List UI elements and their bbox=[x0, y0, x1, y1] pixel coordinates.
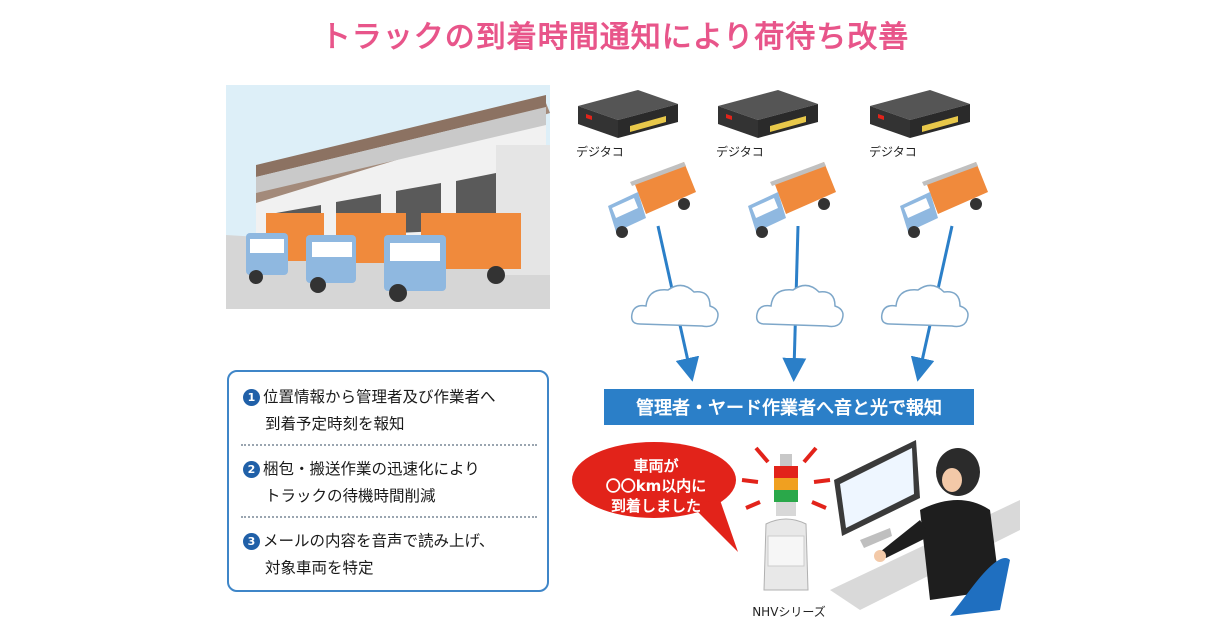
page-title: トラックの到着時間通知により荷待ち改善 bbox=[320, 20, 910, 55]
notify-banner: 管理者・ヤード作業者へ音と光で報知 bbox=[604, 389, 974, 425]
cloud-icon-3 bbox=[880, 284, 969, 328]
step-number: 3 bbox=[243, 533, 260, 550]
digital-tachograph-1 bbox=[578, 90, 678, 138]
warehouse-illustration bbox=[226, 85, 550, 309]
device-label-2: デジタコ bbox=[716, 145, 764, 159]
divider bbox=[241, 444, 537, 446]
operator-illustration bbox=[830, 440, 1020, 616]
step-text: 対象車両を特定 bbox=[265, 559, 374, 577]
product-label: NHVシリーズ bbox=[752, 605, 826, 619]
divider bbox=[241, 516, 537, 518]
step-text: メールの内容を音声で読み上げ、 bbox=[263, 532, 495, 550]
digital-tachograph-3 bbox=[870, 90, 970, 138]
step-text: 到着予定時刻を報知 bbox=[265, 415, 405, 433]
tracking-flow bbox=[578, 90, 988, 382]
device-label-3: デジタコ bbox=[869, 145, 917, 159]
step-text: 梱包・搬送作業の迅速化により bbox=[263, 460, 480, 478]
step-number: 1 bbox=[243, 389, 260, 406]
step-text: 位置情報から管理者及び作業者へ bbox=[263, 388, 496, 406]
step-text: トラックの待機時間削減 bbox=[265, 487, 436, 505]
bubble-text: 車両が 〇〇km以内に 到着しました bbox=[605, 457, 707, 515]
speech-bubble bbox=[572, 442, 738, 552]
truck-icon-2 bbox=[748, 162, 836, 238]
truck-icon-3 bbox=[900, 162, 988, 238]
cloud-icon-1 bbox=[630, 284, 719, 328]
cloud-icon-2 bbox=[755, 284, 844, 328]
step-number: 2 bbox=[243, 461, 260, 478]
signal-tower-illustration bbox=[741, 446, 831, 591]
digital-tachograph-2 bbox=[718, 90, 818, 138]
truck-icon-1 bbox=[608, 162, 696, 238]
truck-3 bbox=[384, 213, 521, 302]
device-label-1: デジタコ bbox=[576, 145, 624, 159]
